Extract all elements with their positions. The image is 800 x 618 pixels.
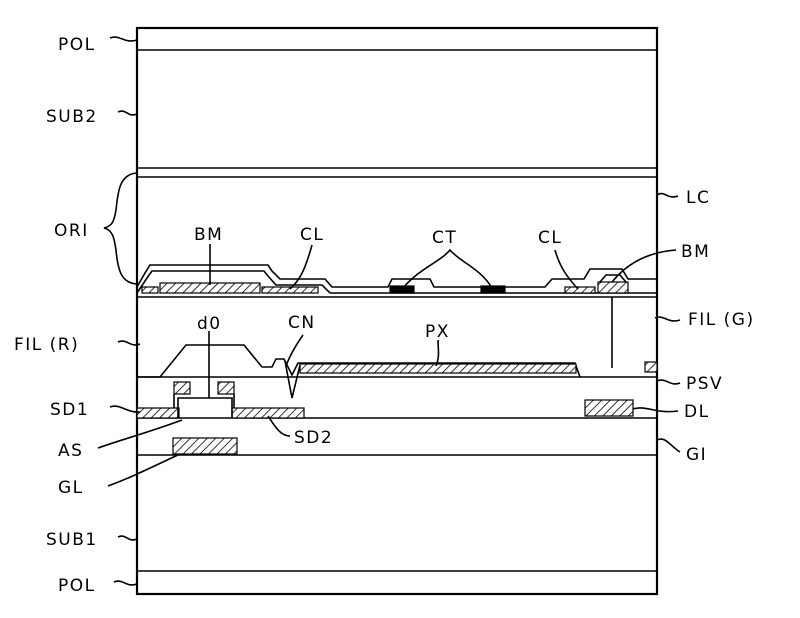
label-sub2: SUB2	[46, 107, 98, 127]
leader-dl	[633, 408, 678, 412]
ct-contact-left	[390, 286, 414, 293]
label-cl-left: CL	[300, 225, 324, 245]
label-sd1: SD1	[50, 400, 89, 420]
common-line-left-edge	[142, 287, 158, 293]
label-lc: LC	[686, 188, 710, 208]
sd1-cap	[174, 382, 190, 394]
leader-ori	[104, 173, 137, 284]
leader-sub1	[118, 536, 137, 540]
leader-gl	[108, 454, 180, 486]
leader-sub2	[118, 111, 137, 115]
label-ori: ORI	[54, 221, 89, 241]
label-sub1: SUB1	[46, 530, 98, 550]
leader-cl-left	[290, 245, 312, 289]
sd2-cap	[218, 382, 234, 394]
label-dl: DL	[684, 402, 710, 422]
common-line-right	[565, 287, 595, 293]
label-px: PX	[425, 322, 450, 342]
label-gl: GL	[58, 478, 84, 498]
drain-line-dl	[585, 400, 633, 416]
leader-cl-right	[555, 250, 578, 289]
label-bm-right: BM	[681, 242, 710, 262]
leader-pol-top	[110, 37, 137, 41]
ct-contact-right	[481, 286, 505, 293]
label-d0: d0	[197, 314, 222, 334]
panel-frame	[137, 28, 657, 594]
gate-line-gl	[173, 438, 237, 454]
label-ct: CT	[432, 228, 457, 248]
label-as: AS	[58, 441, 83, 461]
sd1-electrode	[137, 408, 179, 418]
label-sd2: SD2	[294, 428, 333, 448]
leader-gi	[657, 439, 680, 452]
label-fil-g: FIL (G)	[688, 310, 755, 330]
leader-sd1	[110, 406, 140, 412]
label-bm-left: BM	[194, 225, 223, 245]
label-gi: GI	[686, 445, 707, 465]
leader-fil-g	[655, 317, 680, 321]
common-line-left	[262, 287, 318, 293]
leader-pol-bottom	[114, 581, 137, 585]
label-psv: PSV	[686, 374, 723, 394]
label-pol-top: POL	[58, 35, 96, 55]
label-fil-r: FIL (R)	[14, 335, 79, 355]
filter-g-edge-pad	[645, 362, 657, 372]
leader-ct	[403, 250, 492, 288]
leader-cn	[286, 335, 303, 366]
leader-lc	[657, 194, 678, 197]
black-matrix-right	[598, 282, 628, 293]
label-pol-bottom: POL	[58, 576, 96, 596]
pixel-electrode	[300, 364, 576, 373]
leader-px	[436, 340, 439, 366]
leader-psv	[657, 380, 680, 384]
label-cl-right: CL	[538, 228, 562, 248]
leader-sd2	[268, 416, 290, 436]
label-cn: CN	[288, 313, 316, 333]
semiconductor-as	[178, 398, 232, 418]
leader-as	[98, 420, 182, 448]
